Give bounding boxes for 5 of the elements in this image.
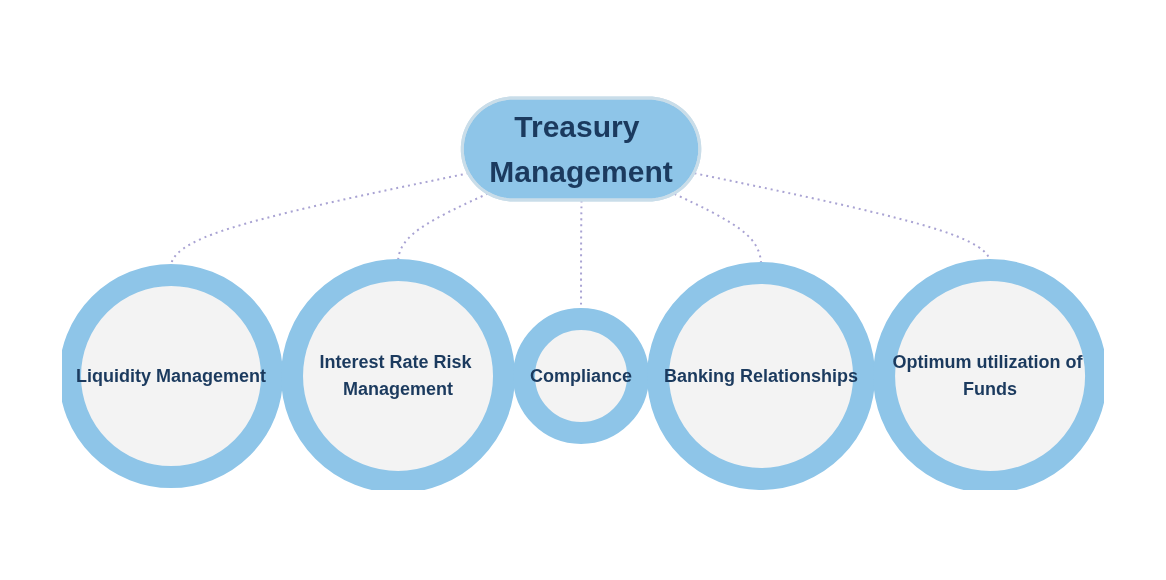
node-circle: Optimum utilization of Funds: [873, 259, 1105, 490]
node-circle: Liquidity Management: [61, 264, 283, 488]
node-circle: Compliance: [512, 308, 649, 444]
node-circle: Interest Rate Risk Management: [280, 259, 515, 490]
node-circle: Banking Relationships: [647, 262, 876, 490]
